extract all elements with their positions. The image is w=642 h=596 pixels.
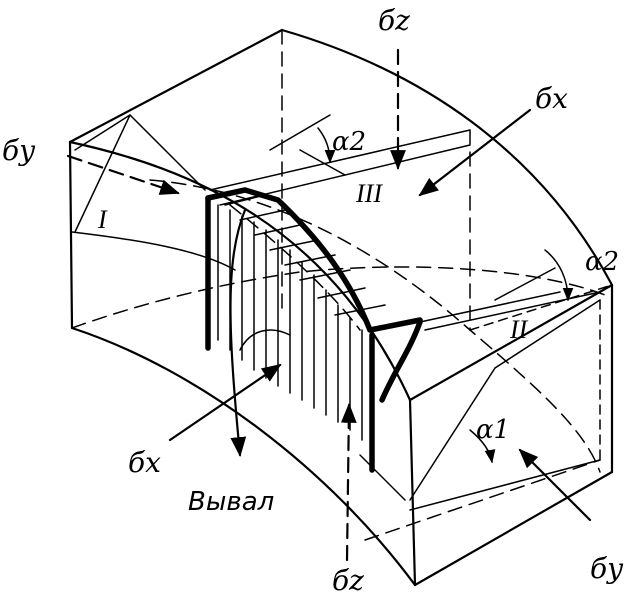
- collapse-arrow: [229, 208, 247, 457]
- sigma-x-bottom-arrow: [168, 363, 282, 442]
- sigma-y-left-arrow: [66, 154, 180, 195]
- sigma-y-bottom-arrow: [518, 448, 592, 522]
- label-region-I: I: [97, 205, 108, 234]
- label-sigma-y-bottom: бy: [590, 552, 624, 585]
- labels: бz бx бy α2 α2 I II III бx Вывал бz бy α…: [2, 4, 624, 596]
- label-sigma-x-top: бx: [535, 82, 568, 115]
- label-alpha2-top: α2: [332, 127, 366, 157]
- label-region-II: II: [509, 315, 529, 344]
- block-outline: [68, 28, 614, 587]
- slip-planes: [71, 114, 601, 511]
- sigma-x-top-arrow: [418, 108, 532, 197]
- label-sigma-z-bottom: бz: [332, 564, 364, 596]
- label-sigma-z-top: бz: [378, 4, 410, 37]
- alpha2-right-arc: [544, 249, 574, 302]
- alpha2-top-arc: [317, 127, 336, 164]
- sigma-z-bottom-arrow: [340, 403, 357, 562]
- label-vyval: Вывал: [188, 487, 274, 517]
- stress-arrows: [66, 48, 592, 562]
- angle-arcs: [317, 127, 574, 464]
- label-alpha2-right: α2: [585, 247, 619, 277]
- label-region-III: III: [355, 179, 383, 208]
- alpha1-arc: [469, 429, 496, 464]
- collapse-zone: [205, 187, 423, 473]
- label-sigma-x-bottom: бx: [128, 446, 161, 479]
- label-alpha1: α1: [476, 415, 510, 445]
- label-sigma-y-left: бy: [2, 134, 36, 167]
